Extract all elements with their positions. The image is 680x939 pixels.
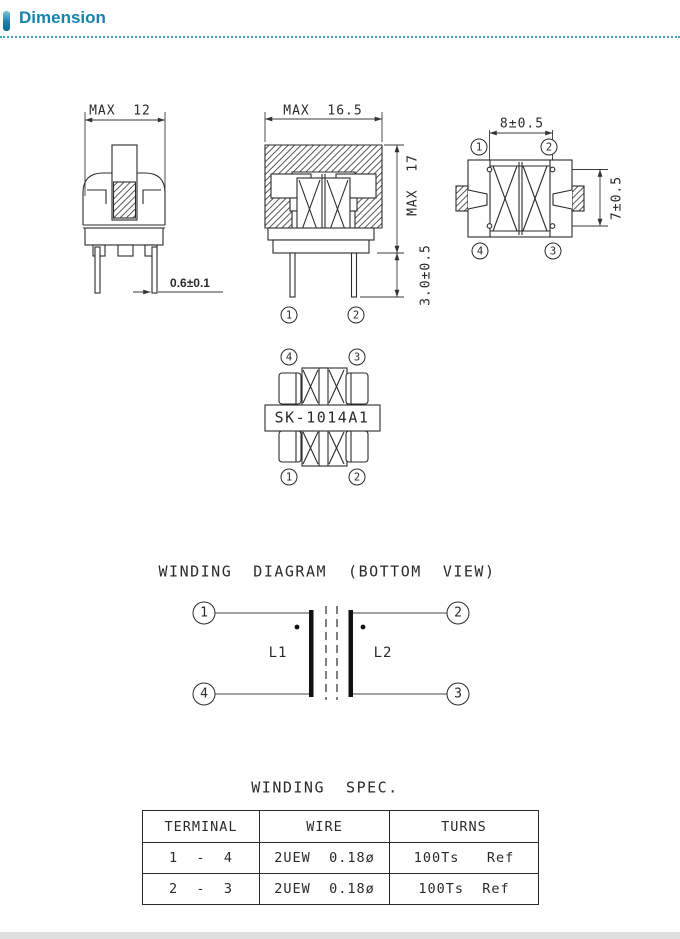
winding-spec-title: WINDING SPEC. bbox=[251, 778, 399, 797]
winding-diagram-drawing bbox=[215, 606, 447, 700]
winding-diagram-title: WINDING DIAGRAM (BOTTOM VIEW) bbox=[158, 562, 496, 581]
terminal-badge-1: 1 bbox=[470, 138, 488, 156]
front-view-drawing bbox=[82, 112, 223, 295]
page-bottom-edge bbox=[0, 932, 680, 939]
terminal-badge-2: 2 bbox=[446, 601, 470, 625]
table-header-row: TERMINAL WIRE TURNS bbox=[142, 810, 539, 843]
terminal-badge-1: 1 bbox=[280, 306, 298, 324]
polarity-dot-l2 bbox=[360, 624, 366, 630]
polarity-dot-l1 bbox=[294, 624, 300, 630]
coil-label-l1: L1 bbox=[268, 645, 288, 661]
table-row: 1 - 4 2UEW 0.18ø 100Ts Ref bbox=[142, 842, 539, 874]
section-accent-bar bbox=[3, 11, 10, 31]
terminal-badge-3: 3 bbox=[348, 348, 366, 366]
dim-label-max16-5: MAX 16.5 bbox=[283, 103, 363, 119]
coil-l1-symbol bbox=[309, 610, 314, 697]
cell-turns: 100Ts Ref bbox=[389, 842, 539, 874]
winding-spec-table: TERMINAL WIRE TURNS 1 - 4 2UEW 0.18ø 100… bbox=[142, 810, 539, 905]
terminal-badge-2: 2 bbox=[347, 306, 365, 324]
terminal-badge-1: 1 bbox=[192, 601, 216, 625]
table-row: 2 - 3 2UEW 0.18ø 100Ts Ref bbox=[142, 873, 539, 905]
part-number-label: SK-1014A1 bbox=[274, 408, 370, 427]
col-header-wire: WIRE bbox=[259, 810, 390, 843]
terminal-badge-3: 3 bbox=[544, 242, 562, 260]
dim-label-pitch: 8±0.5 bbox=[499, 116, 545, 132]
terminal-badge-4: 4 bbox=[192, 682, 216, 706]
dim-label-pin-length: 3.0±0.5 bbox=[418, 244, 434, 306]
dim-label-max17: MAX 17 bbox=[405, 154, 421, 216]
terminal-badge-4: 4 bbox=[280, 348, 298, 366]
main-view-drawing bbox=[264, 112, 404, 298]
dim-label-max12: MAX 12 bbox=[89, 103, 151, 119]
section-title: Dimension bbox=[19, 8, 106, 27]
terminal-badge-2: 2 bbox=[540, 138, 558, 156]
cell-terminal: 1 - 4 bbox=[142, 842, 260, 874]
cell-terminal: 2 - 3 bbox=[142, 873, 260, 905]
dotted-divider bbox=[0, 36, 680, 38]
cell-turns: 100Ts Ref bbox=[389, 873, 539, 905]
cell-wire: 2UEW 0.18ø bbox=[259, 842, 390, 874]
col-header-turns: TURNS bbox=[389, 810, 539, 843]
cell-wire: 2UEW 0.18ø bbox=[259, 873, 390, 905]
coil-l2-symbol bbox=[348, 610, 353, 697]
coil-label-l2: L2 bbox=[373, 645, 393, 661]
bottom-view-drawing bbox=[264, 367, 381, 467]
col-header-terminal: TERMINAL bbox=[142, 810, 260, 843]
top-view-drawing bbox=[455, 130, 608, 238]
dim-label-row-spacing: 7±0.5 bbox=[609, 175, 625, 221]
terminal-badge-4: 4 bbox=[471, 242, 489, 260]
terminal-badge-2: 2 bbox=[348, 468, 366, 486]
dim-label-pin-diameter: 0.6±0.1 bbox=[170, 276, 210, 290]
terminal-badge-1: 1 bbox=[280, 468, 298, 486]
terminal-badge-3: 3 bbox=[446, 682, 470, 706]
main-view-dimension-lines bbox=[264, 112, 404, 298]
